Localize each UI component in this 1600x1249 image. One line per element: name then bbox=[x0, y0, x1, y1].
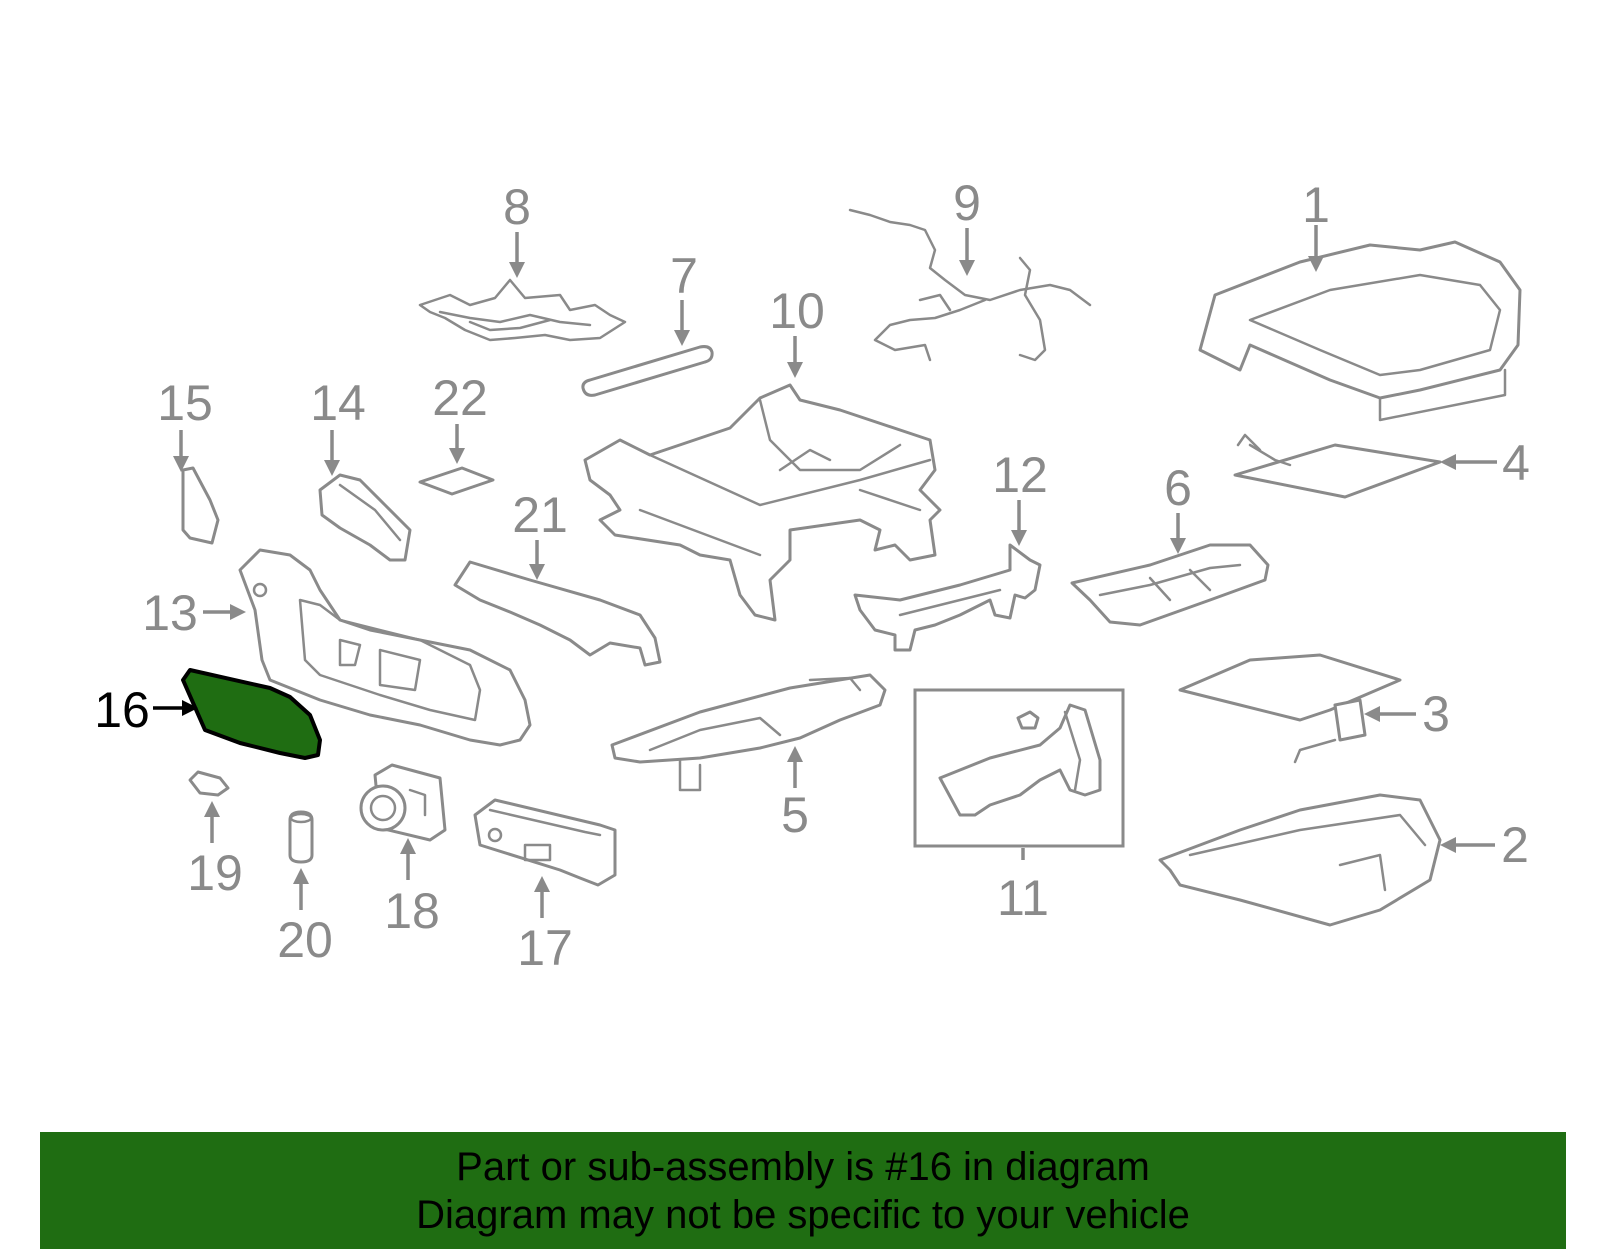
part-16-side-cover-highlighted[interactable] bbox=[181, 668, 322, 760]
leader-arrows bbox=[153, 225, 1497, 918]
part-14-trim-cover[interactable] bbox=[318, 473, 412, 562]
callout-numbers: 1 2 3 4 5 6 7 8 9 10 11 12 13 14 15 16 1… bbox=[94, 175, 1530, 976]
part-20-cap[interactable] bbox=[288, 810, 314, 864]
part-3-seat-heater[interactable] bbox=[1178, 653, 1402, 764]
callout-13[interactable]: 13 bbox=[142, 585, 198, 641]
part-9-wire-harness[interactable] bbox=[848, 208, 1092, 362]
part-4-heater-mat[interactable] bbox=[1233, 433, 1442, 499]
part-18-switch-knob[interactable] bbox=[359, 763, 447, 842]
callout-20[interactable]: 20 bbox=[277, 912, 333, 968]
part-21-trim-bar[interactable] bbox=[453, 560, 662, 667]
callout-12[interactable]: 12 bbox=[992, 447, 1048, 503]
part-2-seat-cushion-pad[interactable] bbox=[1158, 793, 1442, 927]
callout-6[interactable]: 6 bbox=[1164, 460, 1192, 516]
info-banner: Part or sub-assembly is #16 in diagram D… bbox=[40, 1132, 1566, 1249]
part-5-cushion-pan[interactable] bbox=[610, 673, 887, 792]
callout-1[interactable]: 1 bbox=[1302, 177, 1330, 233]
callout-8[interactable]: 8 bbox=[503, 179, 531, 235]
part-13-side-shield[interactable] bbox=[238, 548, 532, 747]
callout-17[interactable]: 17 bbox=[517, 920, 573, 976]
banner-line-part-number: Part or sub-assembly is #16 in diagram bbox=[456, 1144, 1150, 1189]
callout-21[interactable]: 21 bbox=[512, 487, 568, 543]
banner-line-disclaimer: Diagram may not be specific to your vehi… bbox=[416, 1192, 1190, 1237]
part-19-clip[interactable] bbox=[188, 770, 230, 797]
callout-2[interactable]: 2 bbox=[1501, 817, 1529, 873]
callout-14[interactable]: 14 bbox=[310, 375, 366, 431]
part-6-frame-bracket[interactable] bbox=[1070, 543, 1270, 627]
part-7-torsion-rod[interactable] bbox=[581, 345, 714, 397]
part-12-rail-bracket[interactable] bbox=[853, 543, 1042, 652]
callout-15[interactable]: 15 bbox=[157, 375, 213, 431]
callout-11[interactable]: 11 bbox=[997, 870, 1049, 926]
callout-4[interactable]: 4 bbox=[1502, 435, 1530, 491]
part-8-wire-harness[interactable] bbox=[418, 278, 627, 342]
part-1-seat-cushion-cover[interactable] bbox=[1198, 240, 1522, 422]
callout-22[interactable]: 22 bbox=[432, 370, 488, 426]
callout-10[interactable]: 10 bbox=[769, 283, 825, 339]
part-17-seat-switch[interactable] bbox=[473, 798, 617, 887]
callout-19[interactable]: 19 bbox=[187, 845, 243, 901]
part-22-pad[interactable] bbox=[418, 466, 495, 496]
callout-9[interactable]: 9 bbox=[953, 175, 981, 231]
callout-18[interactable]: 18 bbox=[384, 883, 440, 939]
callout-5[interactable]: 5 bbox=[781, 787, 809, 843]
part-15-trim-piece[interactable] bbox=[181, 466, 220, 545]
callout-7[interactable]: 7 bbox=[670, 248, 698, 304]
part-11-bracket-kit[interactable] bbox=[913, 688, 1125, 848]
part-10-seat-track-frame[interactable] bbox=[583, 383, 942, 622]
callout-3[interactable]: 3 bbox=[1422, 686, 1450, 742]
callout-16-highlighted[interactable]: 16 bbox=[94, 682, 150, 738]
